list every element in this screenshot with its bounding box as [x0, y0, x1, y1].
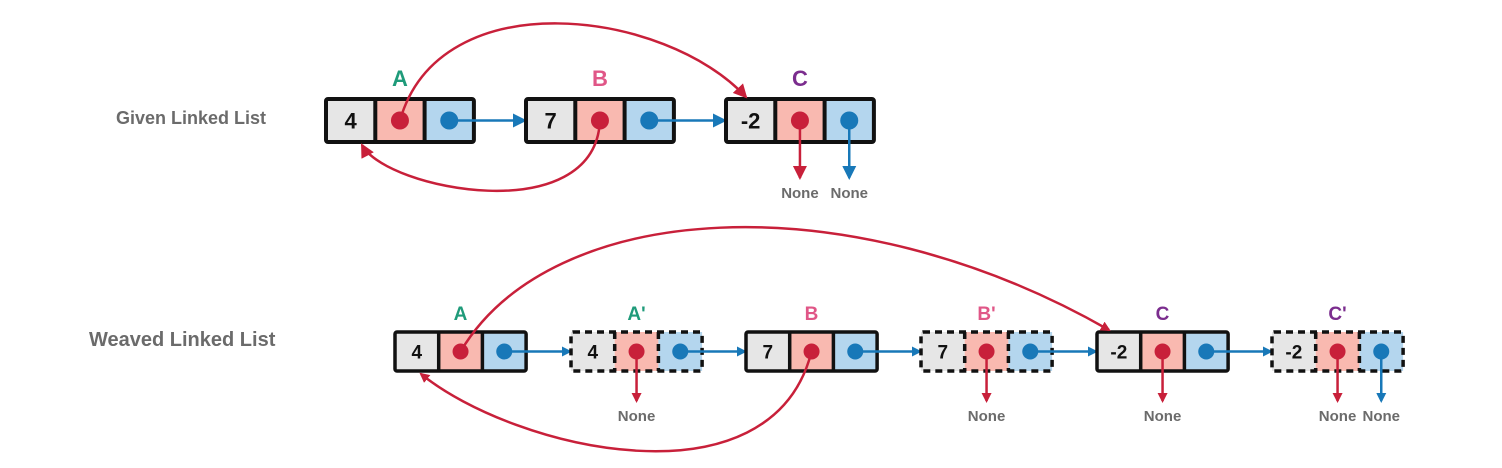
node-label: A: [454, 304, 468, 325]
given-list-title: Given Linked List: [116, 108, 266, 128]
node-label: A': [627, 304, 645, 325]
next-none-label: None: [831, 185, 869, 202]
node-value: 7: [763, 342, 774, 363]
node-a: A4: [393, 304, 572, 373]
node-value: -2: [1110, 342, 1127, 363]
random-none-label: None: [968, 408, 1006, 425]
value-cell: [395, 332, 439, 371]
node-label: C: [1156, 304, 1170, 325]
random-link-b-to-a: [419, 351, 813, 453]
node-label: B': [977, 304, 995, 325]
node-value: 4: [412, 342, 423, 363]
node-value: -2: [1285, 342, 1302, 363]
node-value: 7: [545, 108, 557, 133]
weaved-list-title: Weaved Linked List: [89, 329, 276, 351]
node-label: B: [805, 304, 819, 325]
random-none-label: None: [1144, 408, 1182, 425]
node-value: -2: [741, 108, 761, 133]
node-value: 7: [938, 342, 949, 363]
next-none-label: None: [1363, 408, 1401, 425]
node-b: B7: [524, 66, 727, 144]
value-cell: [1272, 332, 1316, 371]
node-label: A: [392, 66, 408, 91]
value-cell: [746, 332, 790, 371]
node-b: B7: [744, 304, 922, 373]
value-cell: [526, 99, 576, 142]
random-none-label: None: [781, 185, 819, 202]
value-cell: [921, 332, 965, 371]
node-label: B: [592, 66, 608, 91]
value-cell: [326, 99, 376, 142]
node-value: 4: [345, 108, 358, 133]
value-cell: [1097, 332, 1141, 371]
value-cell: [571, 332, 615, 371]
node-label: C': [1328, 304, 1346, 325]
value-cell: [726, 99, 776, 142]
node-label: C: [792, 66, 808, 91]
random-none-label: None: [1319, 408, 1357, 425]
node-a: A4: [324, 66, 527, 144]
random-link-b-to-a: [360, 120, 602, 192]
random-none-label: None: [618, 408, 656, 425]
random-link-a-to-c: [459, 225, 1111, 353]
random-link-a-to-c: [398, 22, 748, 121]
node-value: 4: [588, 342, 599, 363]
